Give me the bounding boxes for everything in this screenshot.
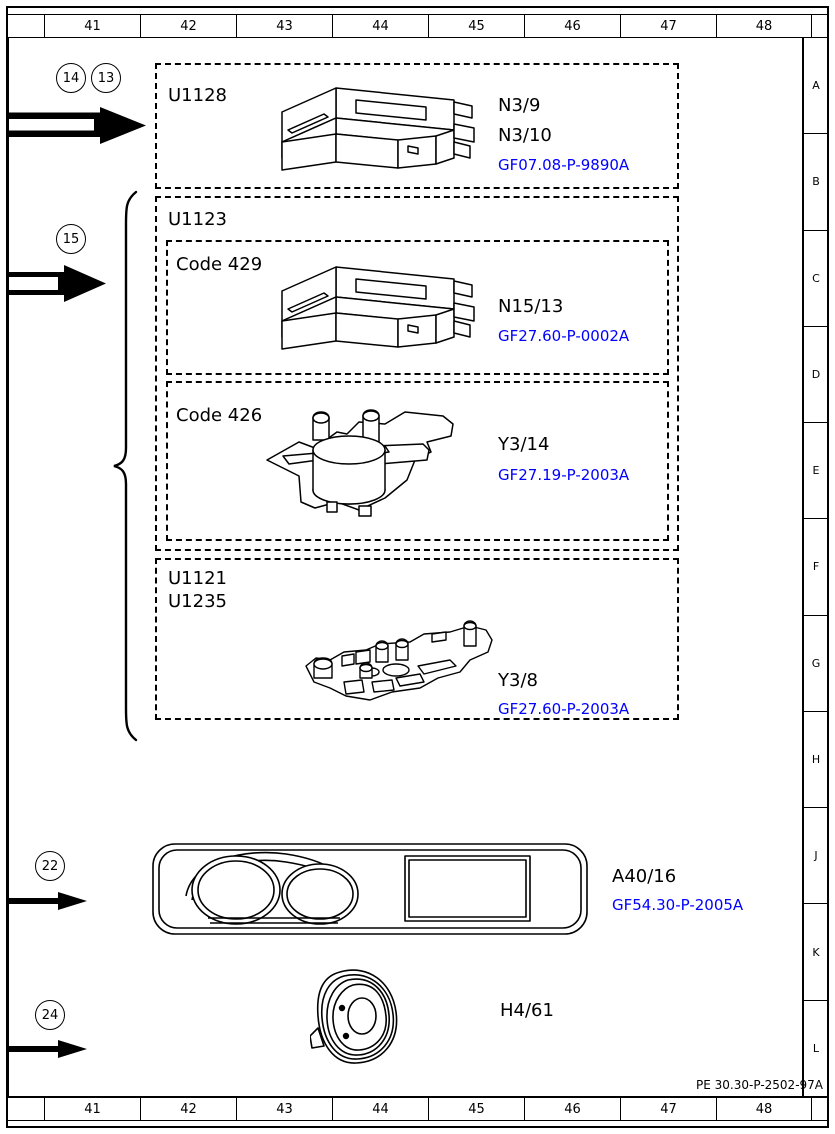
part-label-y3-14: Y3/14 [498, 434, 550, 455]
valve-body-flat-icon [300, 620, 500, 705]
callout-label: 24 [41, 1007, 59, 1023]
drawing-number: PE 30.30-P-2502-97A [696, 1078, 823, 1092]
flow-arrow-double-top [8, 104, 148, 152]
column-marker-47: 47 [620, 15, 716, 37]
part-label-n3-10: N3/10 [498, 125, 552, 146]
column-marker-41: 41 [44, 15, 140, 37]
column-marker-45: 45 [428, 1098, 524, 1120]
group-box-code-429 [166, 240, 669, 375]
column-marker-48: 48 [716, 15, 812, 37]
callout-balloon-14: 14 [56, 63, 86, 93]
control-module-icon [258, 84, 478, 180]
group-box-u1121 [155, 558, 679, 720]
reference-code-cluster: GF54.30-P-2005A [612, 896, 744, 914]
callout-balloon-24: 24 [35, 1000, 65, 1030]
flow-arrow-single-speaker [8, 1038, 88, 1064]
part-label-n15-13: N15/13 [498, 296, 564, 317]
flow-arrow-double-mid [8, 262, 108, 310]
control-module-icon [258, 263, 478, 359]
callout-balloon-15: 15 [56, 224, 86, 254]
callout-balloon-13: 13 [91, 63, 121, 93]
column-marker-47: 47 [620, 1098, 716, 1120]
column-ruler-spacer [8, 15, 44, 37]
callout-label: 14 [62, 70, 80, 86]
column-marker-43: 43 [236, 15, 332, 37]
row-marker-J: J [804, 808, 828, 905]
column-marker-44: 44 [332, 1098, 428, 1120]
callout-label: 13 [97, 70, 115, 86]
row-marker-D: D [804, 327, 828, 424]
column-marker-46: 46 [524, 15, 620, 37]
group-box-code-426 [166, 381, 669, 541]
row-marker-H: H [804, 712, 828, 809]
column-marker-43: 43 [236, 1098, 332, 1120]
column-ruler-spacer [8, 1098, 44, 1120]
callout-label: 15 [62, 231, 80, 247]
reference-code-code-426: GF27.19-P-2003A [498, 466, 630, 484]
row-marker-B: B [804, 134, 828, 231]
part-label-n3-9: N3/9 [498, 95, 541, 116]
callout-balloon-22: 22 [35, 851, 65, 881]
row-marker-G: G [804, 616, 828, 712]
instrument-cluster-icon [150, 840, 590, 940]
group-code-429: Code 429 [176, 254, 263, 275]
part-label-h4-61: H4/61 [500, 1000, 554, 1021]
reference-code-code-429: GF27.60-P-0002A [498, 327, 630, 345]
valve-body-icon [255, 390, 470, 520]
column-marker-42: 42 [140, 1098, 236, 1120]
column-marker-45: 45 [428, 15, 524, 37]
column-marker-48: 48 [716, 1098, 812, 1120]
column-marker-46: 46 [524, 1098, 620, 1120]
row-marker-A: A [804, 38, 828, 135]
column-marker-41: 41 [44, 1098, 140, 1120]
drawing-content-border [8, 38, 803, 1097]
drawing-frame [6, 6, 829, 1128]
group-code-u1128: U1128 [168, 85, 227, 106]
callout-label: 22 [41, 858, 59, 874]
flow-arrow-single-cluster [8, 890, 88, 916]
row-marker-F: F [804, 519, 828, 616]
part-label-y3-8: Y3/8 [498, 670, 538, 691]
group-brace [112, 190, 138, 746]
row-marker-L: L [804, 1001, 828, 1097]
column-marker-44: 44 [332, 15, 428, 37]
group-code-u1235: U1235 [168, 591, 227, 612]
group-code-u1121: U1121 [168, 568, 227, 589]
row-marker-K: K [804, 904, 828, 1001]
group-code-426: Code 426 [176, 405, 263, 426]
column-marker-42: 42 [140, 15, 236, 37]
row-marker-E: E [804, 423, 828, 520]
group-box-u1128 [155, 63, 679, 189]
reference-code-u1121: GF27.60-P-2003A [498, 700, 630, 718]
row-marker-C: C [804, 231, 828, 327]
part-label-a40-16: A40/16 [612, 866, 677, 887]
speaker-icon [310, 966, 420, 1066]
reference-code-u1128: GF07.08-P-9890A [498, 156, 630, 174]
group-code-u1123: U1123 [168, 209, 227, 230]
group-box-u1123 [155, 196, 679, 551]
